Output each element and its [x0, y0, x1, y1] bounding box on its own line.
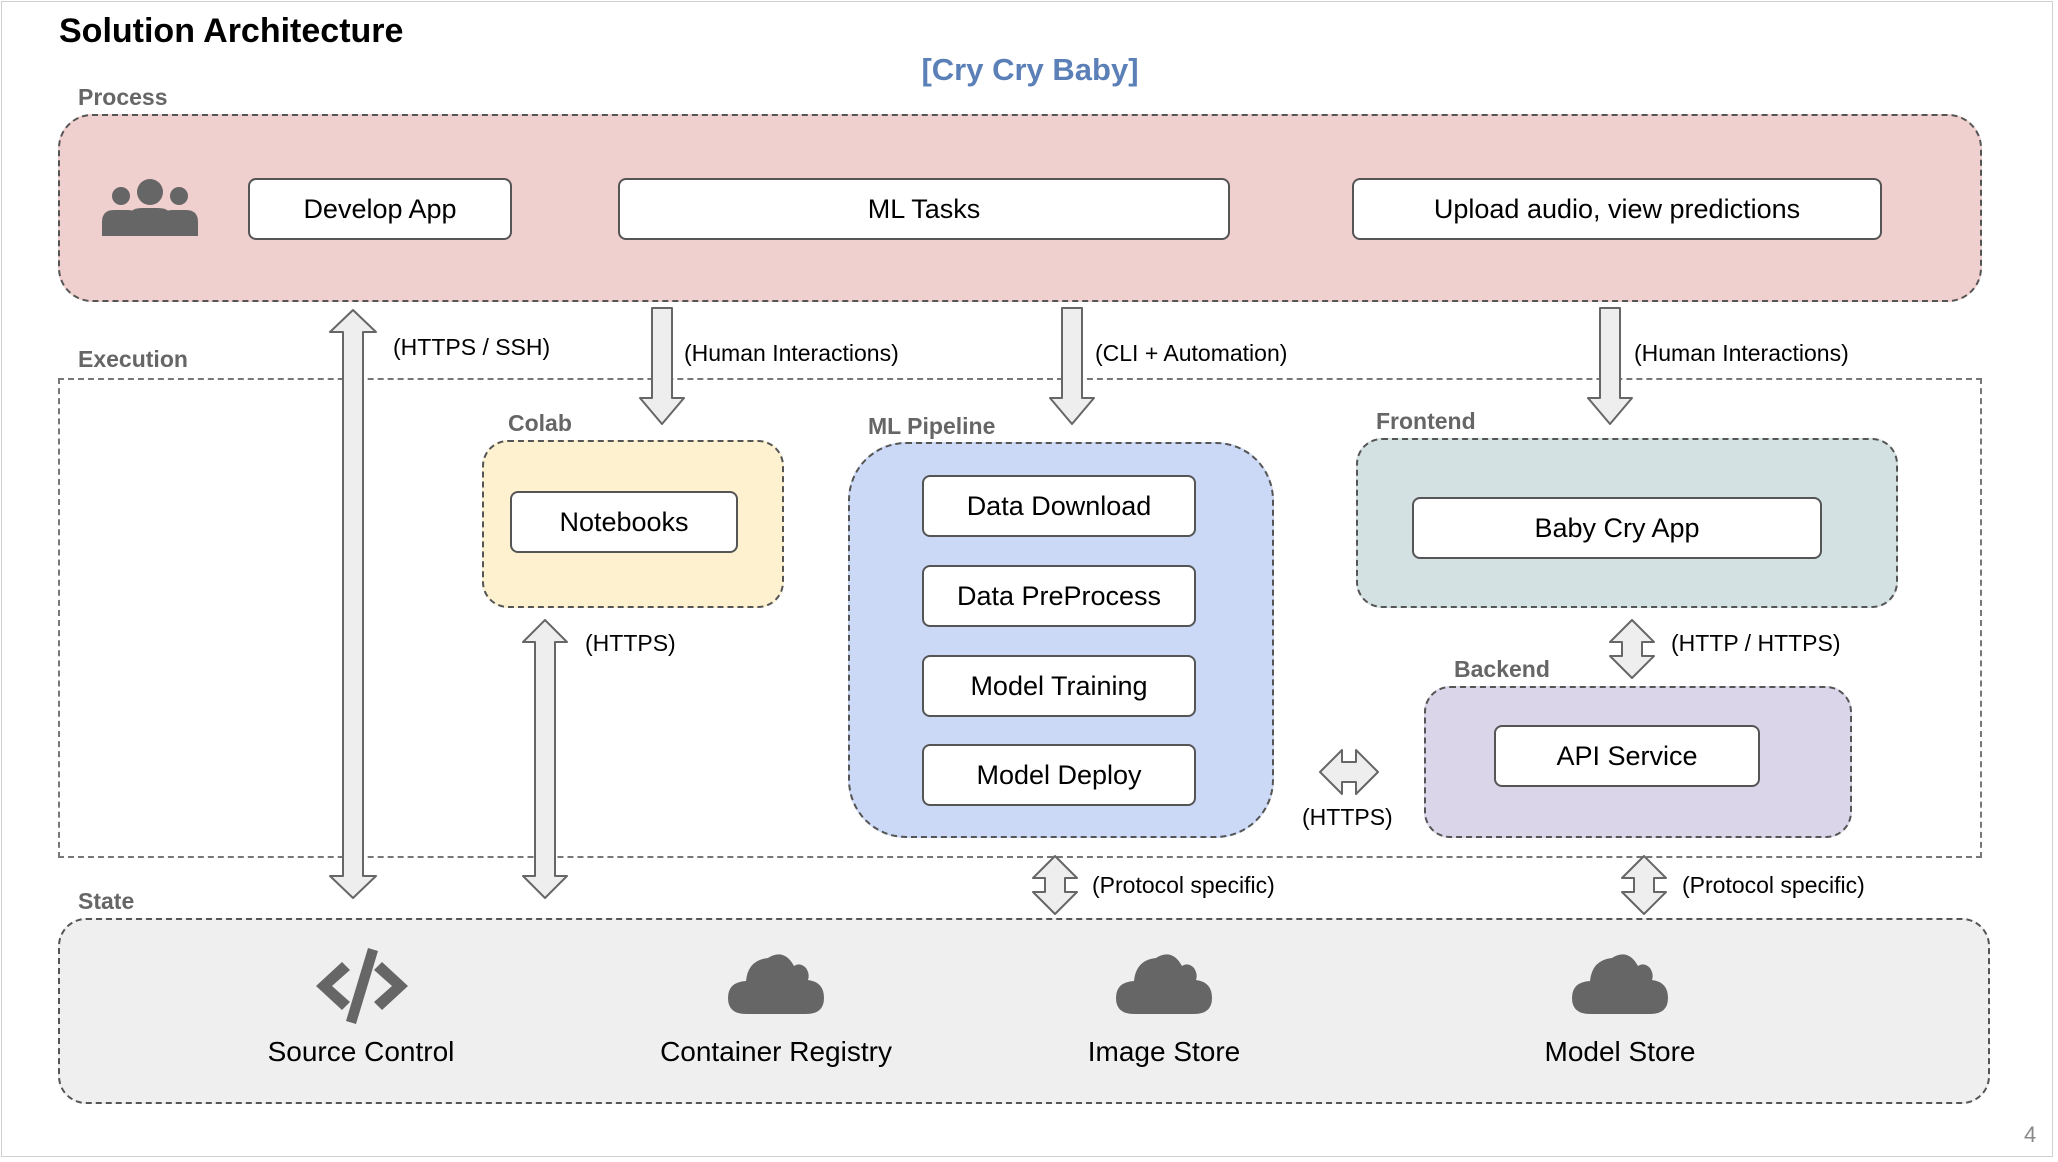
frontend-label: Frontend — [1376, 408, 1476, 434]
state-panel — [58, 918, 1990, 1104]
notebooks-box: Notebooks — [510, 491, 738, 553]
page-title: Solution Architecture — [59, 12, 404, 50]
https-backend-label: (HTTPS) — [1302, 804, 1393, 830]
users-group-icon — [102, 179, 198, 236]
container-registry-label: Container Registry — [660, 1036, 892, 1067]
develop-app-box: Develop App — [248, 178, 512, 240]
backend-label: Backend — [1454, 656, 1550, 682]
frontend-backend-arrow — [1609, 619, 1655, 679]
cloud-icon-image-store — [1116, 954, 1212, 1014]
pipeline-state-arrow — [1032, 855, 1078, 915]
data-download-box: Data Download — [922, 475, 1196, 537]
protocol-specific-label-2: (Protocol specific) — [1682, 872, 1865, 898]
ml-tasks-box: ML Tasks — [618, 178, 1230, 240]
upload-audio-box: Upload audio, view predictions — [1352, 178, 1882, 240]
api-service-box: API Service — [1494, 725, 1760, 787]
source-control-label: Source Control — [267, 1036, 455, 1067]
ml-pipeline-label: ML Pipeline — [868, 413, 996, 439]
model-deploy-box: Model Deploy — [922, 744, 1196, 806]
subtitle: [Cry Cry Baby] — [921, 52, 1139, 87]
section-process-label: Process — [78, 84, 168, 110]
data-preprocess-box: Data PreProcess — [922, 565, 1196, 627]
model-store-label: Model Store — [1544, 1036, 1696, 1067]
image-store-label: Image Store — [1087, 1036, 1241, 1067]
http-https-label: (HTTP / HTTPS) — [1671, 630, 1841, 656]
cli-automation-label: (CLI + Automation) — [1095, 340, 1288, 366]
colab-state-arrow — [522, 619, 568, 899]
human-interactions-arrow-colab — [639, 307, 685, 425]
section-state-label: State — [78, 888, 135, 914]
baby-cry-app-box: Baby Cry App — [1412, 497, 1822, 559]
model-training-box: Model Training — [922, 655, 1196, 717]
backend-state-arrow — [1621, 855, 1667, 915]
execution-panel — [58, 378, 1982, 858]
cli-automation-arrow — [1049, 307, 1095, 425]
https-ssh-arrow — [329, 309, 377, 899]
protocol-specific-label-1: (Protocol specific) — [1092, 872, 1275, 898]
human-interactions-arrow-frontend — [1587, 307, 1633, 425]
cloud-icon-model-store — [1572, 954, 1668, 1014]
pipeline-backend-arrow — [1319, 749, 1379, 795]
code-icon — [316, 948, 408, 1024]
colab-label: Colab — [508, 410, 572, 436]
section-execution-label: Execution — [78, 346, 188, 372]
https-ssh-label: (HTTPS / SSH) — [393, 334, 551, 360]
cloud-icon-container-registry — [728, 954, 824, 1014]
human-interactions-label-2: (Human Interactions) — [1634, 340, 1849, 366]
https-colab-label: (HTTPS) — [585, 630, 676, 656]
human-interactions-label-1: (Human Interactions) — [684, 340, 899, 366]
page-number: 4 — [2024, 1122, 2037, 1147]
